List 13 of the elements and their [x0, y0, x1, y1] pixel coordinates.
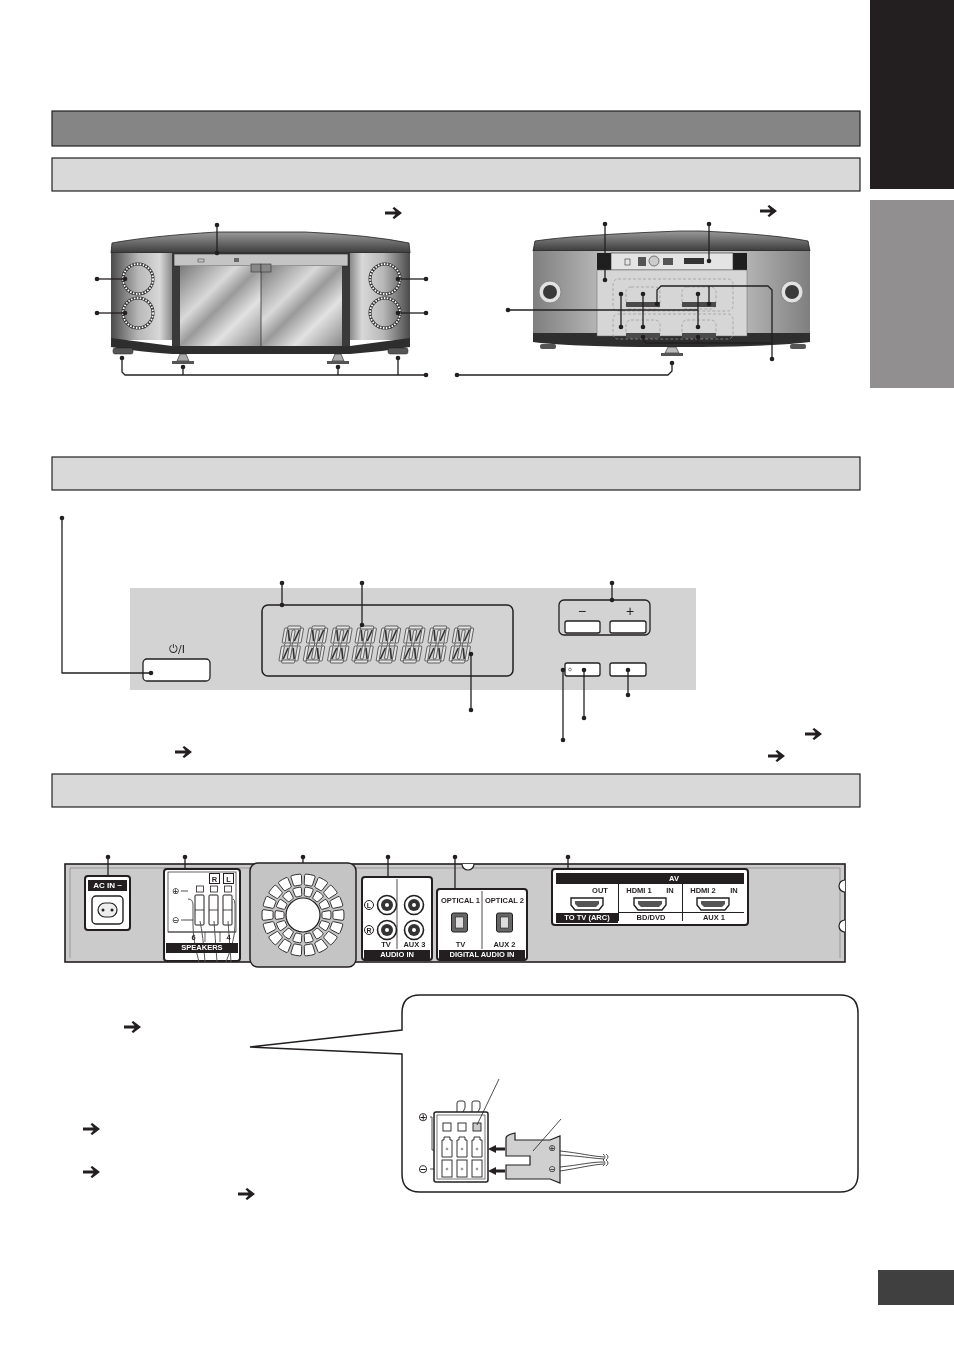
port-label: AC IN ~: [88, 880, 127, 891]
volume-sign: +: [624, 604, 636, 619]
polarity-sign: ⊕: [547, 1143, 557, 1154]
polarity-sign: ⊖: [416, 1162, 430, 1176]
side-tab: [870, 200, 954, 388]
side-tab: [870, 0, 954, 189]
volume-sign: −: [576, 604, 588, 619]
polarity-sign: ⊖: [170, 914, 181, 926]
polarity-sign: ⊕: [170, 885, 181, 897]
page-tab: [878, 1270, 954, 1305]
polarity-sign: ⊖: [547, 1164, 557, 1175]
button-label: ⏻/I: [168, 643, 186, 657]
polarity-sign: ⊕: [416, 1110, 430, 1124]
